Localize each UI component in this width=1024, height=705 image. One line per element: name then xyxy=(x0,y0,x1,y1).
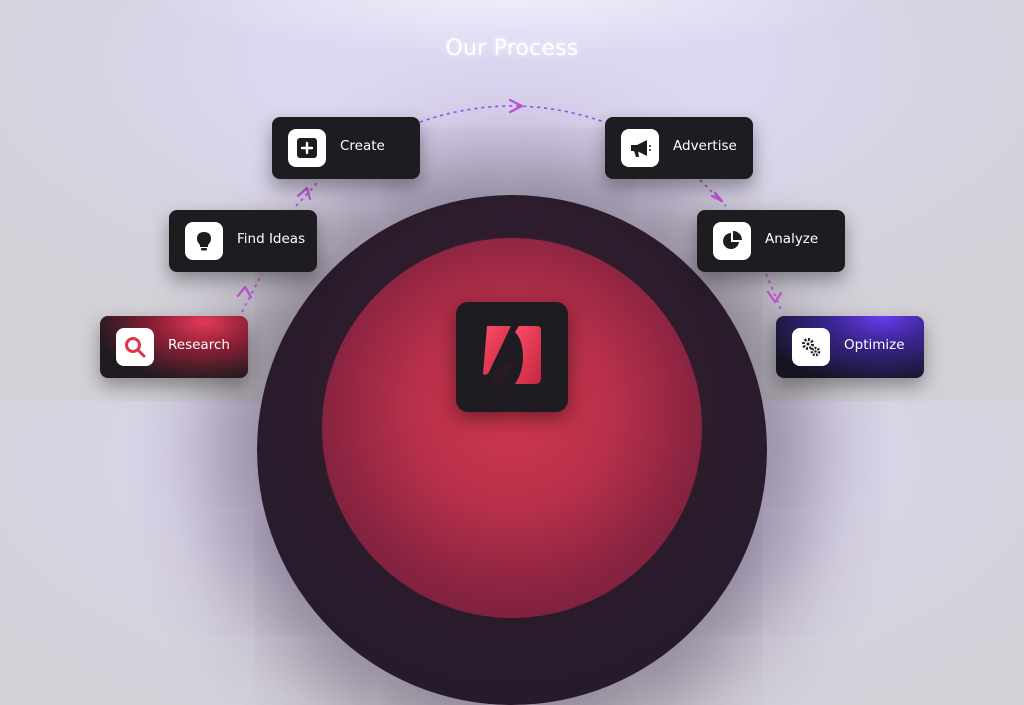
step-card-find-ideas[interactable]: Find Ideas xyxy=(169,210,317,272)
step-label-create: Create xyxy=(340,138,385,154)
connector-lines xyxy=(236,98,783,313)
step-label-research: Research xyxy=(168,337,230,353)
center-logo-tile xyxy=(456,302,568,412)
plus-icon-tile xyxy=(288,129,326,167)
lightbulb-icon xyxy=(197,232,211,251)
step-label-find-ideas: Find Ideas xyxy=(237,231,306,247)
pie-chart-icon-tile xyxy=(713,222,751,260)
section-title: Our Process xyxy=(445,36,579,61)
step-label-advertise: Advertise xyxy=(673,138,737,154)
step-label-analyze: Analyze xyxy=(765,231,819,247)
arrow-head xyxy=(296,186,312,201)
megaphone-icon-tile xyxy=(621,129,659,167)
step-label-optimize: Optimize xyxy=(844,337,905,353)
plus-icon xyxy=(297,138,317,158)
logo-icon xyxy=(483,326,541,388)
arrow-head xyxy=(236,285,253,299)
arrow-head xyxy=(766,290,783,304)
gears-icon xyxy=(802,338,821,357)
megaphone-icon xyxy=(631,140,651,157)
step-card-research[interactable]: Research xyxy=(100,316,248,378)
search-icon-tile xyxy=(116,328,154,366)
search-icon xyxy=(125,337,146,358)
pie-chart-icon xyxy=(723,231,742,249)
step-card-create[interactable]: Create xyxy=(272,117,420,179)
step-card-optimize[interactable]: Optimize xyxy=(776,316,924,378)
step-card-advertise[interactable]: Advertise xyxy=(605,117,753,179)
top-glow xyxy=(150,0,874,60)
arrow-head xyxy=(710,191,724,203)
process-section: Our Process xyxy=(100,0,924,705)
arrow-head xyxy=(508,98,524,114)
gears-icon-tile xyxy=(792,328,830,366)
step-card-analyze[interactable]: Analyze xyxy=(697,210,845,272)
lightbulb-icon-tile xyxy=(185,222,223,260)
